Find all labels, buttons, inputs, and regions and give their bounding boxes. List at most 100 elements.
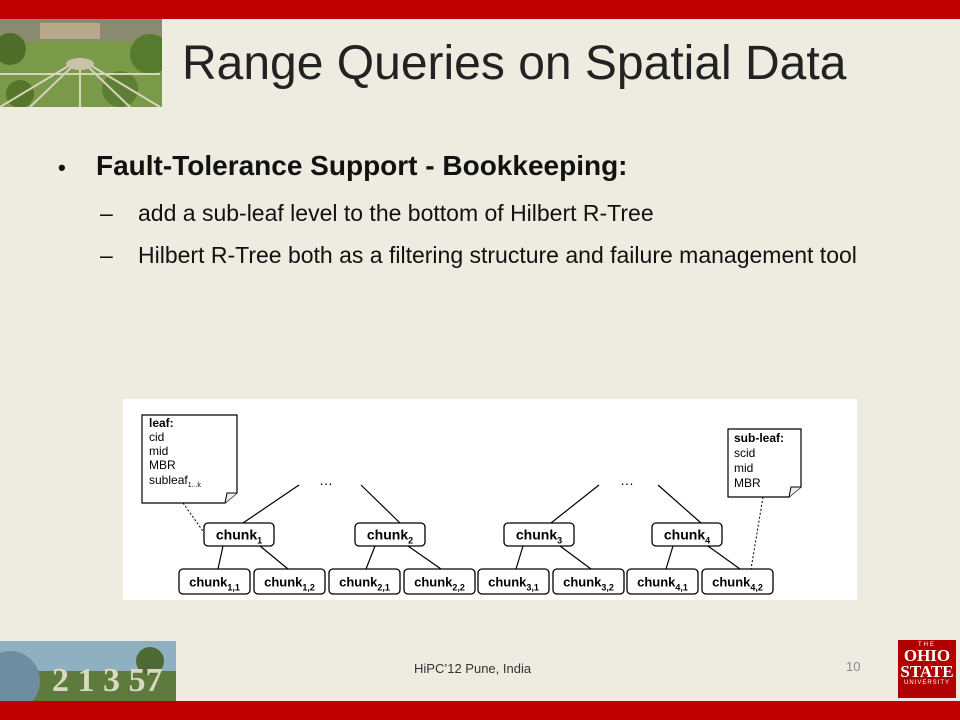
footer-text: HiPC’12 Pune, India [414,661,532,676]
chunk-base: chunk [264,575,303,590]
chunk-base: chunk [339,575,378,590]
subchunk-node-label: chunk4,2 [712,575,763,593]
logo-line: UNIVERSITY [903,680,950,686]
chunk-subscript: 2 [408,536,413,546]
anniversary-banner: 2 1 3 57 [0,641,176,701]
chunk-node: chunk2 [354,522,426,547]
leaf-note-field: MBR [149,458,176,472]
logo-line: THE [918,642,936,648]
subchunk-node-label: chunk3,2 [563,575,614,593]
chunk-subscript: 1 [257,536,262,546]
subchunk-node-label: chunk2,2 [414,575,465,593]
subchunk-node-label: chunk1,2 [264,575,315,593]
leaf-note-field: subleaf [149,473,188,487]
tree-edge [407,545,442,570]
page-number: 10 [846,659,861,674]
chunk-subscript: 2,2 [452,583,465,593]
chunk-subscript: 4,1 [675,583,688,593]
logo-line: OHIO [903,646,951,665]
subchunk-node: chunk4,1 [626,568,699,595]
subleaf-note-field: MBR [734,476,761,490]
tree-edge [365,545,376,570]
subchunk-node: chunk3,2 [552,568,625,595]
tree-edge [559,545,592,570]
dash-marker: – [100,200,113,226]
hilbert-tree-diagram: … … leaf: cid mid MBR subleaf1...k sub-l… [123,399,857,600]
chunk-base: chunk [189,575,228,590]
subchunk-node-label: chunk3,1 [488,575,539,593]
banner-digits: 2 1 3 57 [52,662,163,699]
top-red-bar [0,0,960,19]
subchunk-node-label: chunk1,1 [189,575,240,593]
chunk-subscript: 4,2 [750,583,763,593]
chunk-node-label: chunk1 [216,527,262,546]
subleaf-note-field: scid [734,446,755,460]
chunk-node: chunk4 [651,522,723,547]
subleaf-note-field: mid [734,461,753,475]
tree-edge [515,545,524,570]
chunk-base: chunk [367,527,408,543]
subchunk-node: chunk2,2 [403,568,476,595]
leaf-note-field-with-sub: subleaf1...k [149,473,201,489]
subleaf-note-title: sub-leaf: [734,431,784,445]
chunk-node: chunk3 [503,522,575,547]
note-connector [750,496,764,570]
subchunk-node-label: chunk4,1 [637,575,688,593]
campus-photo [0,19,162,107]
ellipsis-label: … [319,472,333,488]
slide-title: Range Queries on Spatial Data [182,37,847,90]
chunk-base: chunk [712,575,751,590]
chunk-base: chunk [216,527,257,543]
bullet-text: Fault-Tolerance Support - Bookkeeping: [96,150,628,181]
leaf-note-field: mid [149,444,168,458]
subchunk-node-label: chunk2,1 [339,575,390,593]
chunk-base: chunk [516,527,557,543]
subchunk-node: chunk1,1 [178,568,251,595]
sub-bullet-text: add a sub-leaf level to the bottom of Hi… [138,200,654,226]
ellipsis-label: … [620,472,634,488]
subchunk-node: chunk4,2 [701,568,774,595]
tree-edge [259,545,289,570]
chunk-base: chunk [414,575,453,590]
osu-logo: THE OHIO STATE UNIVERSITY [898,640,956,698]
sub-bullet: – add a sub-leaf level to the bottom of … [100,194,878,232]
sub-bullet-text: Hilbert R-Tree both as a filtering struc… [138,242,857,268]
subchunk-node: chunk3,1 [477,568,550,595]
chunk-subscript: 1,1 [227,583,240,593]
dash-marker: – [100,242,113,268]
leaf-note-subscript: 1...k [188,482,202,489]
chunk-base: chunk [563,575,602,590]
leaf-note: leaf: cid mid MBR subleaf1...k [141,414,238,504]
chunk-subscript: 4 [705,536,710,546]
subleaf-note: sub-leaf: scid mid MBR [727,428,802,498]
bullet-item: • Fault-Tolerance Support - Bookkeeping: [58,150,878,182]
chunk-node-label: chunk4 [664,527,710,546]
chunk-subscript: 2,1 [377,583,390,593]
tree-edge [242,484,300,524]
note-connector [182,502,206,535]
logo-line: STATE [900,662,954,681]
bullet-dot-icon: • [58,155,66,180]
chunk-subscript: 1,2 [302,583,315,593]
subchunk-node: chunk2,1 [328,568,401,595]
tree-edge [657,484,702,524]
leaf-note-field: cid [149,430,164,444]
bullet-list: • Fault-Tolerance Support - Bookkeeping:… [58,150,878,274]
sub-bullet: – Hilbert R-Tree both as a filtering str… [100,236,878,274]
chunk-base: chunk [637,575,676,590]
chunk-subscript: 3,2 [601,583,614,593]
tree-edge [665,545,674,570]
chunk-node: chunk1 [203,522,275,547]
chunk-node-label: chunk2 [367,527,413,546]
chunk-base: chunk [664,527,705,543]
tree-edge [360,484,401,524]
bottom-red-bar [0,701,960,720]
chunk-node-label: chunk3 [516,527,562,546]
subchunk-node: chunk1,2 [253,568,326,595]
chunk-base: chunk [488,575,527,590]
chunk-subscript: 3,1 [526,583,539,593]
leaf-note-title: leaf: [149,416,174,430]
tree-edge [217,545,224,570]
chunk-subscript: 3 [557,536,562,546]
tree-edge [707,545,741,570]
